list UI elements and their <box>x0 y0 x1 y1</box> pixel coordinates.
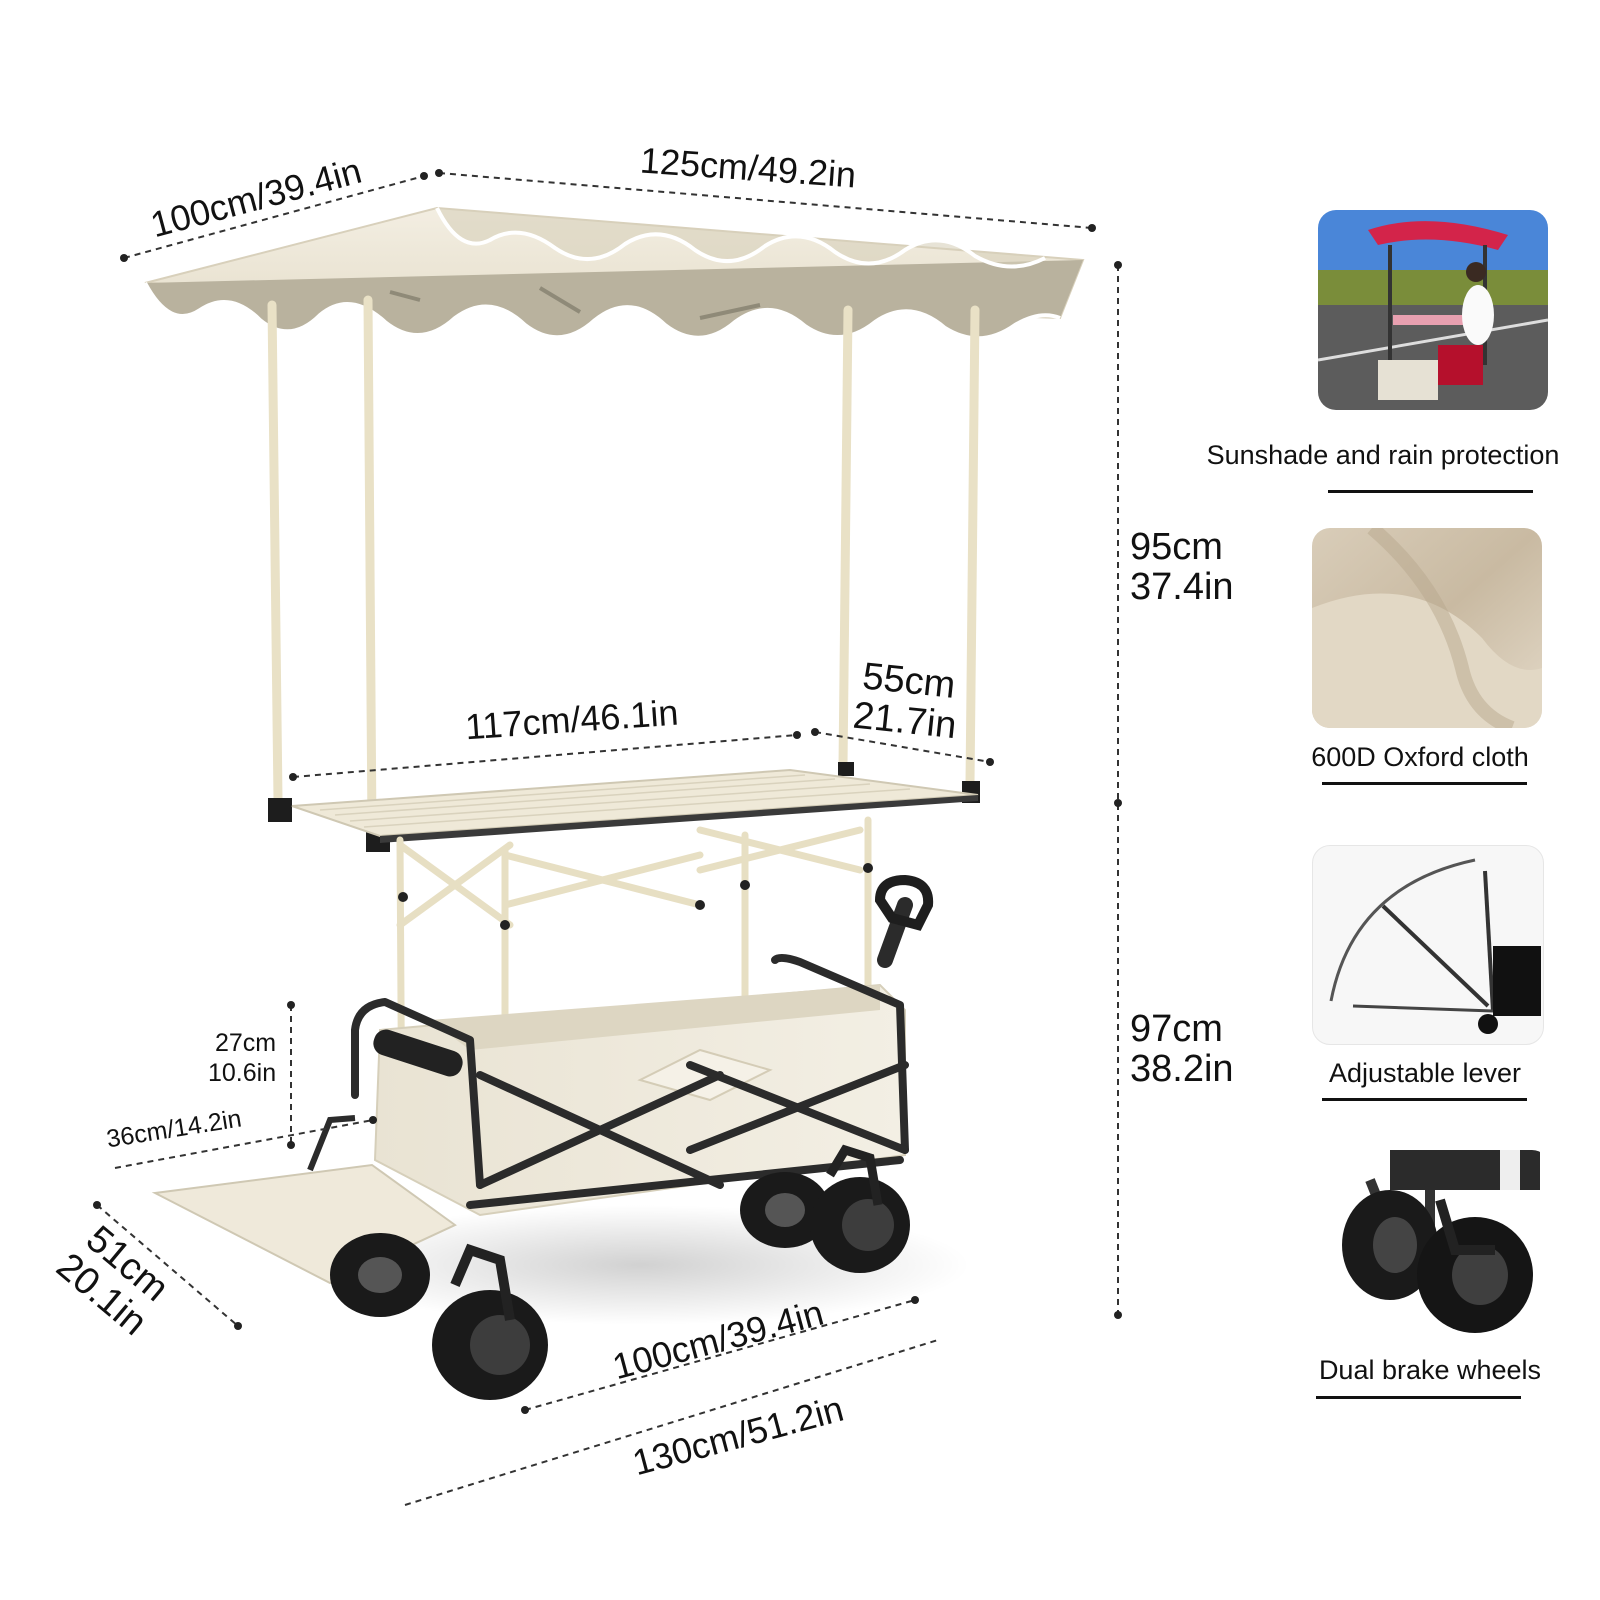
canopy <box>143 206 1085 341</box>
wheel-closeup-icon <box>1342 1150 1540 1333</box>
feature-underline-sunshade <box>1328 490 1533 493</box>
wheel-front-left <box>432 1243 548 1400</box>
feature-caption-lever: Adjustable lever <box>1328 1058 1522 1088</box>
dim-side-height: 27cm 10.6in <box>208 1029 277 1087</box>
feature-underline-lever <box>1322 1098 1527 1101</box>
dim-table-depth: 55cm 21.7in <box>851 655 959 748</box>
wheels <box>330 1144 910 1400</box>
feature-photo-fabric <box>1312 528 1542 728</box>
dimension-endpoints <box>93 169 1122 1414</box>
dim-canopy-height: 95cm 37.4in <box>1130 526 1234 608</box>
feature-photo-wheels <box>1330 1150 1550 1335</box>
dimension-lines <box>96 172 1119 1506</box>
feature-caption-fabric: 600D Oxford cloth <box>1311 742 1529 772</box>
pull-handle <box>874 874 934 968</box>
canopy-poles <box>267 295 980 835</box>
wheel-rear-right <box>740 1172 830 1248</box>
sunshade-photo-icon <box>1318 210 1548 410</box>
wheel-front-right <box>810 1144 910 1273</box>
wheel-rear-left <box>330 1233 430 1317</box>
fabric-swatch-icon <box>1312 528 1542 728</box>
feature-photo-sunshade <box>1318 210 1548 410</box>
lever-diagram-icon <box>1329 858 1541 1034</box>
feature-caption-sunshade: Sunshade and rain protection <box>1206 440 1560 470</box>
feature-underline-fabric <box>1322 782 1527 785</box>
feature-caption-wheels: Dual brake wheels <box>1318 1355 1542 1385</box>
table <box>291 768 979 1169</box>
dim-wagon-height: 97cm 38.2in <box>1130 1008 1234 1090</box>
feature-underline-wheels <box>1316 1396 1521 1399</box>
feature-photo-lever <box>1312 845 1544 1045</box>
